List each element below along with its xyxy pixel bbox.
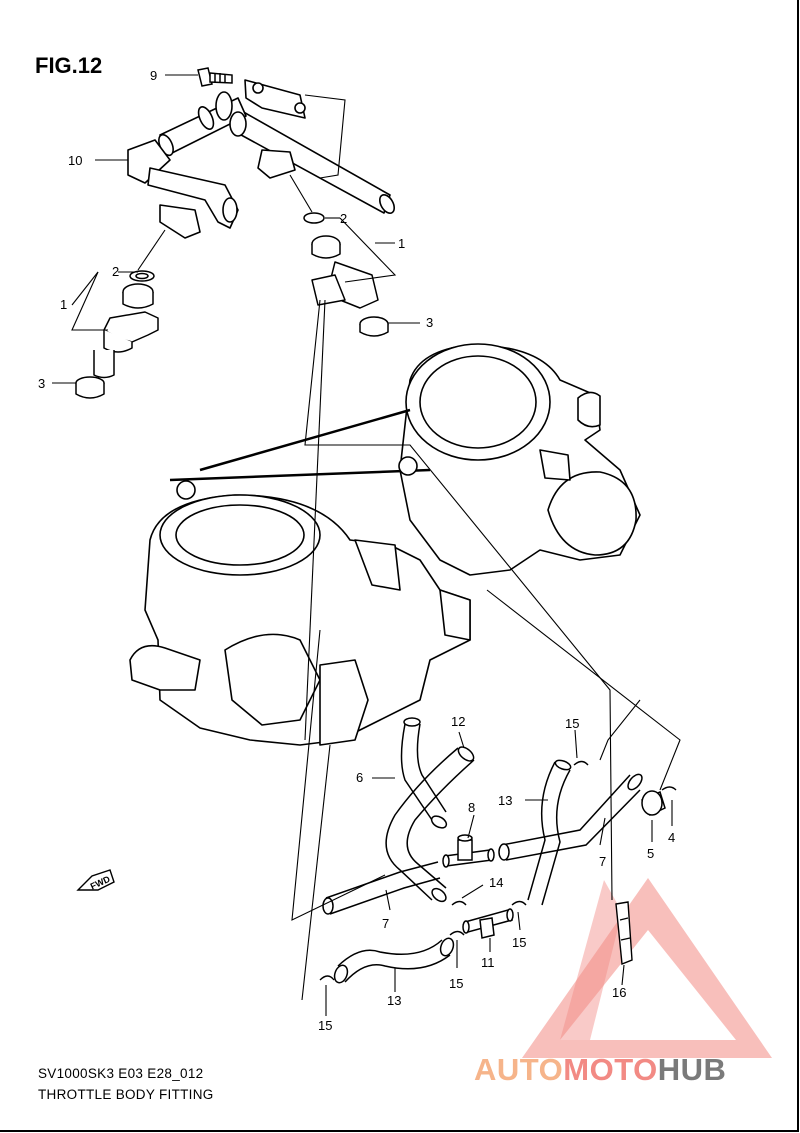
vacuum-hose-13-lower (333, 937, 455, 984)
throttle-body-rear (399, 343, 641, 576)
callout-1-right: 1 (398, 236, 405, 251)
callout-3-left: 3 (38, 376, 45, 391)
callout-1-left: 1 (60, 297, 67, 312)
cap-part-5 (640, 790, 666, 816)
diagram-code: SV1000SK3 E03 E28_012 (38, 1066, 204, 1081)
callout-12: 12 (451, 714, 465, 729)
throttle-body-front (129, 408, 471, 746)
callout-7-left: 7 (382, 916, 389, 931)
figure-label: FIG.12 (35, 53, 102, 78)
vacuum-hose-7-right (498, 773, 643, 861)
forward-arrow-icon: FWD (76, 869, 115, 892)
callout-4: 4 (668, 830, 675, 845)
callout-15-bottom: 15 (318, 1018, 332, 1033)
watermark-part-hub: HUB (657, 1052, 727, 1087)
callout-16: 16 (612, 985, 626, 1000)
callout-7-right: 7 (599, 854, 606, 869)
callout-13-lower: 13 (387, 993, 401, 1008)
injector-left (75, 270, 159, 399)
callout-6: 6 (356, 770, 363, 785)
callout-15-right: 15 (512, 935, 526, 950)
callout-9: 9 (150, 68, 157, 83)
tee-fitting-11 (462, 908, 514, 939)
callout-13-upper: 13 (498, 793, 512, 808)
watermark-part-auto: AUTO (474, 1052, 564, 1087)
callout-14: 14 (489, 875, 503, 890)
callout-2-right: 2 (340, 211, 347, 226)
vacuum-hose-12 (385, 746, 475, 903)
callout-2-left: 2 (112, 264, 119, 279)
watermark-logo-icon (522, 878, 772, 1058)
diagram-title: THROTTLE BODY FITTING (38, 1087, 214, 1102)
bolt-part-9 (197, 67, 233, 87)
fuel-delivery-pipe (127, 79, 396, 239)
tee-fitting-8 (442, 834, 495, 868)
leader-lines (52, 74, 681, 1016)
callout-15-top: 15 (565, 716, 579, 731)
callout-15-middle: 15 (449, 976, 463, 991)
bracket-part-16 (615, 901, 633, 965)
vacuum-hose-13-upper (527, 759, 572, 906)
callout-labels: 9 10 2 1 3 2 1 3 12 6 15 13 8 7 5 4 14 7… (38, 68, 675, 1033)
vacuum-hose-7-left (322, 861, 441, 915)
watermark-part-moto: MOTO (563, 1052, 658, 1087)
callout-5: 5 (647, 846, 654, 861)
callout-11: 11 (481, 955, 495, 970)
watermark-text: AUTOMOTOHUB (474, 1052, 726, 1088)
callout-3-right: 3 (426, 315, 433, 330)
callout-8: 8 (468, 800, 475, 815)
callout-10: 10 (68, 153, 82, 168)
clamps-part-15 (319, 760, 677, 981)
vacuum-hose-6 (400, 717, 448, 829)
injector-right (303, 212, 389, 337)
